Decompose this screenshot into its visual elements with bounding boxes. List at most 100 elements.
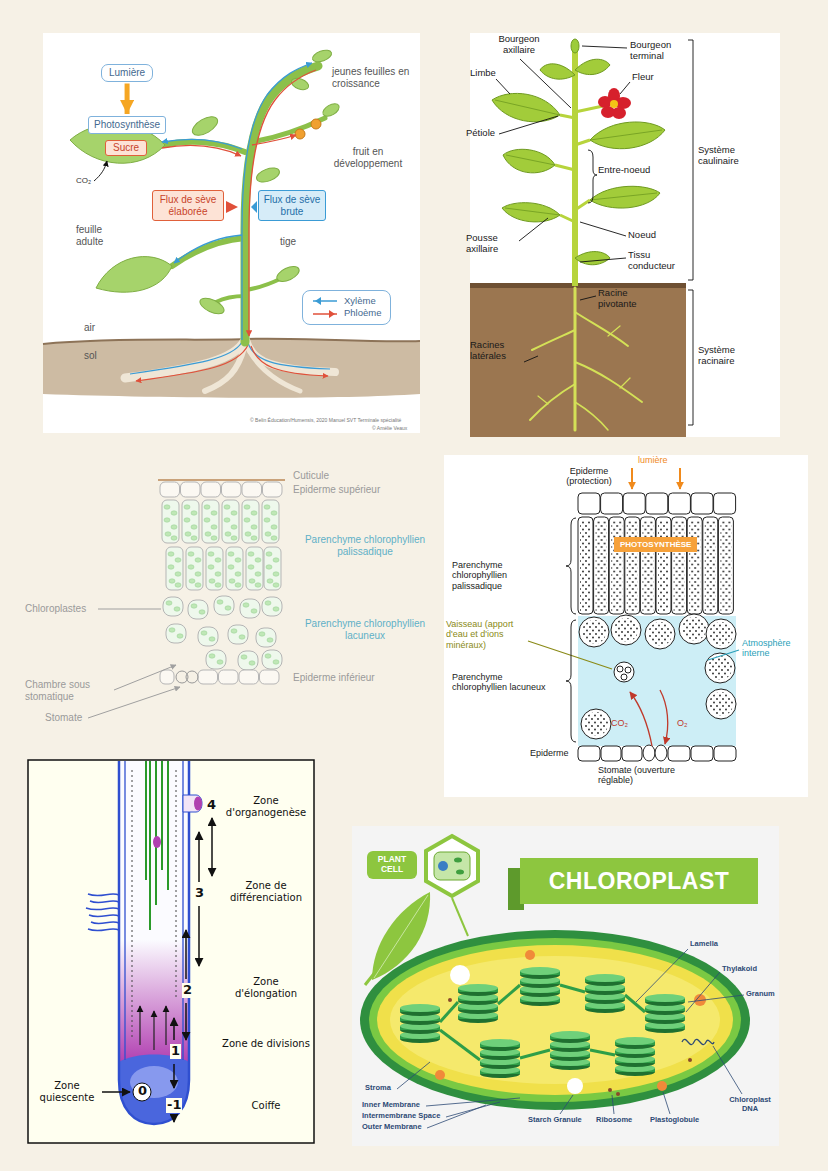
plant-part-label: feuille adulte: [76, 224, 122, 247]
sap-flow-plant-part-part: [252, 135, 296, 145]
tissue-label: Vaisseau (apport d'eau et d'ions minérau…: [446, 619, 526, 650]
leaf-section-detailed-part: [594, 517, 609, 614]
sap-flow-plant-part-part: [130, 342, 242, 374]
plant-morphology-part-part: [575, 252, 610, 265]
leaf-section-light-part: [163, 597, 183, 616]
chloroplast-illustration-part-part: [525, 950, 535, 960]
organelle-part-label: Intermembrane Space: [362, 1112, 440, 1121]
chloroplast-illustration-part: [520, 967, 560, 1006]
root-apex-part-part: [173, 1115, 175, 1122]
sap-flow-plant-part: [43, 339, 420, 344]
legend-item: Xylème: [311, 295, 382, 307]
plant-morphology-part-part: [575, 106, 603, 112]
root-apex-part-part: [90, 901, 119, 903]
category-tag: PLANT CELL: [367, 851, 417, 879]
chloroplast-illustration-part: [448, 998, 692, 1096]
root-apex-part-part: [119, 761, 189, 1125]
leaf-section-detailed-part-part: [578, 493, 600, 514]
root-apex-part: [125, 761, 183, 1060]
leaf-section-detailed-part: [611, 615, 641, 645]
chloroplast-illustration-part: [450, 965, 470, 985]
root-apex-part: [119, 761, 189, 1125]
tissue-label: Epiderme: [530, 748, 569, 758]
leaf-section-detailed-part-part: [668, 493, 690, 514]
leaf-section-light-part: [226, 547, 243, 590]
node-text: Flux de sève brute: [262, 194, 322, 217]
sap-flow-plant-part-part: [290, 76, 310, 92]
plant-morphology-part-part: [580, 222, 626, 236]
leaf-section-light-part: [188, 600, 208, 619]
node-text: Sucre: [113, 142, 139, 154]
chloroplast-illustration-part: [682, 1039, 714, 1044]
leaf-section-detailed: [444, 455, 808, 797]
sap-flow-plant-part-part: [136, 345, 248, 381]
leaf-section-detailed-part-part: [622, 746, 642, 761]
root-apex: [28, 760, 314, 1143]
plant-morphology-part: [571, 39, 579, 53]
molecule-label: CO₂: [611, 718, 628, 728]
environment-label: sol: [84, 350, 97, 362]
leaf-section-light-part-part: [222, 482, 242, 497]
leaf-section-light-part: [88, 609, 180, 718]
leaf-section-light-part: [186, 671, 198, 683]
leaf-section-detailed-part-part: [660, 690, 668, 744]
leaf-section-detailed-part: [444, 455, 808, 797]
sap-flow-plant-part-part: [248, 343, 330, 369]
sap-flow-plant-part-part: [245, 278, 282, 290]
plant-morphology-part-part: [532, 330, 575, 350]
node-text: PLANT CELL: [369, 855, 415, 875]
chloroplast-illustration-part: [397, 949, 744, 1128]
plant-morphology-part-part: [495, 100, 560, 115]
plant-morphology-part-part: [590, 130, 662, 140]
chloroplast-illustration-part-part: [625, 995, 645, 1012]
plant-morphology-part: [496, 40, 693, 425]
tissue-label: Parenchyme chlorophyllien lacuneux: [290, 618, 440, 641]
leaf-section-light-part-part: [88, 687, 180, 718]
leaf-section-detailed-part: [687, 517, 702, 614]
callout-number: 0: [138, 1084, 147, 1099]
callout-number: 2: [182, 983, 193, 998]
tissue-label: Atmosphère interne: [742, 638, 800, 659]
chloroplast-illustration-part-part: [590, 1050, 615, 1055]
node-text: Lumière: [109, 67, 145, 79]
leaf-section-detailed-part: [578, 493, 736, 514]
plant-morphology-part-part: [575, 140, 590, 145]
flux-box: Flux de sève élaborée: [152, 190, 224, 221]
plant-morphology-part-part: [580, 258, 626, 262]
sap-flow-plant-part: [43, 33, 420, 433]
leaf-section-light-part-part: [263, 482, 283, 497]
leaf-section-light-part-part: [219, 670, 239, 684]
sap-flow-plant-part: [226, 201, 238, 213]
plant-morphology-part-part: [496, 79, 510, 94]
plant-part-label: tige: [280, 236, 296, 248]
plant-morphology-part-part: [688, 40, 693, 280]
chloroplast-illustration-part: [452, 898, 468, 936]
copyright-note: © Amélie Veaux: [372, 426, 407, 432]
tissue-label: Chloroplastes: [25, 603, 86, 615]
callout-number: 1: [170, 1044, 181, 1059]
plant-morphology-part-part: [620, 378, 630, 388]
organelle-part-label: Thylakoid: [722, 965, 757, 974]
leaf-section-detailed-part: [621, 674, 627, 680]
system-label: Système racinaire: [698, 345, 770, 367]
sap-flow-plant-part-part: [321, 101, 342, 119]
leaf-section-detailed-part: [645, 619, 675, 649]
plant-morphology-part-part: [538, 396, 548, 404]
plant-part-label: Entre-noeud: [598, 165, 650, 176]
sap-flow-plant-part-part: [174, 235, 242, 263]
chloroplast-illustration-part-part: [448, 998, 452, 1002]
leaf-section-light-part: [166, 624, 186, 643]
zone-label: Zone d'organogenèse: [222, 795, 310, 818]
legend-item: Phloème: [311, 307, 382, 319]
tissue-label: Epiderme inférieur: [293, 672, 375, 684]
leaf-section-light-part: [158, 479, 285, 481]
chloroplast-illustration: [352, 826, 779, 1146]
leaf-section-detailed-part-part: [630, 692, 652, 746]
leaf-section-light-part: [160, 670, 279, 684]
leaf-section-light: [88, 480, 285, 718]
leaf-section-detailed-part: [625, 667, 631, 673]
root-apex-part-part: [124, 761, 125, 1060]
plant-morphology-part-part: [555, 165, 575, 170]
plant-morphology-part-part: [598, 96, 612, 108]
